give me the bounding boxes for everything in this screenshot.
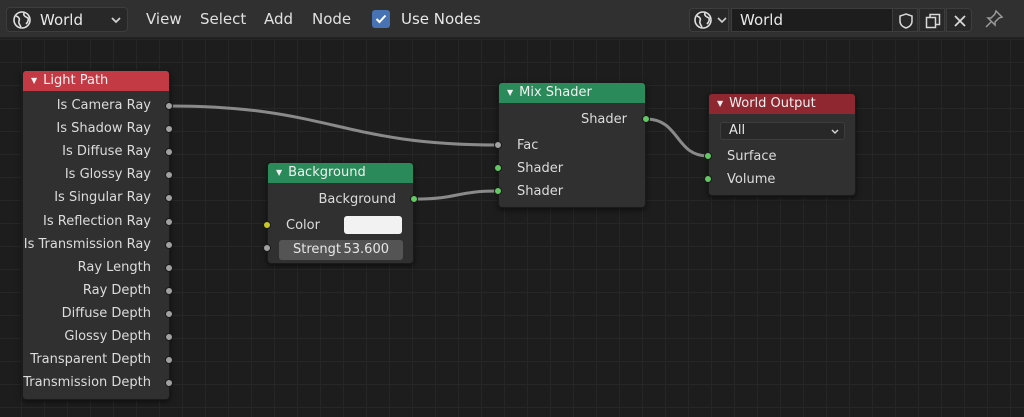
light-path-output-socket[interactable] [165,309,173,318]
light-path-output-label: Is Shadow Ray [56,121,151,137]
light-path-output-socket[interactable] [165,356,173,365]
strength-value: 53.600 [343,242,390,257]
mix-shader-header[interactable]: ▼ Mix Shader [499,83,645,103]
color-input-socket[interactable] [263,221,271,229]
chevron-down-icon [109,13,123,31]
menu-add[interactable]: Add [264,10,294,28]
menu-select[interactable]: Select [200,10,247,28]
color-input-label: Color [286,218,320,233]
background-output-label: Background [318,192,396,207]
world-output-header[interactable]: ▼ World Output [709,94,855,114]
light-path-output-socket[interactable] [165,171,173,180]
light-path-output-socket[interactable] [165,217,173,226]
world-output-node[interactable]: ▼ World Output All Surface Volume [708,93,856,196]
light-path-output-label: Is Camera Ray [56,98,151,113]
volume-input-socket[interactable] [704,175,712,183]
shader-input-1-label: Shader [517,161,564,176]
light-path-output-label: Transmission Depth [23,375,151,391]
strength-field[interactable]: Strengt 53.600 [279,240,403,260]
collapse-triangle-icon[interactable]: ▼ [507,88,514,97]
light-path-output-socket[interactable] [165,125,173,134]
editor-type-label: World [40,11,83,29]
light-path-output-socket[interactable] [165,194,173,203]
light-path-output-socket[interactable] [165,333,173,341]
light-path-node[interactable]: ▼ Light Path [22,70,170,400]
background-node[interactable]: ▼ Background Background Color Strengt 53.… [267,162,414,264]
light-path-output-label: Glossy Depth [64,329,151,344]
world-name-text: World [740,11,783,29]
unlink-world-button[interactable] [946,8,972,32]
use-nodes-checkbox[interactable] [372,10,390,28]
menu-node[interactable]: Node [312,10,352,28]
collapse-triangle-icon[interactable]: ▼ [31,76,38,85]
light-path-output-label: Is Transmission Ray [23,236,151,252]
use-nodes-label: Use Nodes [401,10,481,28]
collapse-triangle-icon[interactable]: ▼ [717,99,724,108]
duplicate-icon [925,13,941,29]
shader-input-1-socket[interactable] [494,164,502,172]
mix-shader-node[interactable]: ▼ Mix Shader Shader Fac Shader Shader [498,82,646,208]
light-path-output-socket[interactable] [165,240,173,249]
fac-input-socket[interactable] [494,141,502,149]
world-globe-icon [693,10,713,34]
shader-output-socket[interactable] [642,115,650,123]
color-swatch[interactable] [344,216,402,234]
new-world-button[interactable] [919,8,945,32]
shader-output-label: Shader [580,112,627,127]
world-browse-dropdown[interactable] [689,8,729,32]
light-path-output-socket[interactable] [165,102,173,110]
light-path-output-label: Is Reflection Ray [43,213,151,229]
light-path-output-label: Ray Length [77,259,151,275]
shader-input-2-socket[interactable] [494,187,502,195]
node-title: Mix Shader [519,85,592,100]
background-header[interactable]: ▼ Background [268,163,413,183]
menu-view[interactable]: View [146,10,182,28]
light-path-output-socket[interactable] [165,379,173,388]
shader-input-2-label: Shader [517,184,564,199]
light-path-output-socket[interactable] [165,286,173,295]
checkmark-icon [375,14,387,24]
light-path-output-label: Diffuse Depth [61,305,151,321]
shield-icon [899,13,913,29]
light-path-output-label: Ray Depth [82,282,151,298]
fake-user-button[interactable] [892,8,918,32]
close-icon [954,15,966,27]
target-value: All [729,123,746,138]
chevron-down-icon [716,14,728,30]
surface-input-socket[interactable] [704,152,712,160]
strength-label: Strengt [293,242,341,257]
light-path-output-label: Is Diffuse Ray [62,144,151,160]
world-name-field[interactable]: World [731,8,893,32]
chevron-down-icon [831,129,839,135]
light-path-header[interactable]: ▼ Light Path [23,71,169,91]
collapse-triangle-icon[interactable]: ▼ [276,168,283,177]
node-editor-header: World View Select Add Node Use Nodes Wor… [0,0,1024,38]
light-path-output-label: Is Singular Ray [54,190,151,206]
background-output-socket[interactable] [410,195,418,203]
light-path-output-label: Is Glossy Ray [64,167,151,183]
strength-input-socket[interactable] [263,244,271,252]
light-path-output-label: Transparent Depth [30,352,151,368]
light-path-output-socket[interactable] [165,148,173,157]
target-dropdown[interactable]: All [720,122,845,140]
node-title: Background [288,165,366,180]
node-title: Light Path [43,73,109,88]
world-globe-icon [12,10,32,34]
surface-input-label: Surface [727,149,777,164]
fac-input-label: Fac [517,138,539,153]
volume-input-label: Volume [727,172,776,187]
light-path-output-socket[interactable] [165,263,173,272]
node-title: World Output [729,96,816,111]
pin-icon[interactable] [984,9,1004,33]
editor-type-dropdown[interactable]: World [6,7,128,32]
